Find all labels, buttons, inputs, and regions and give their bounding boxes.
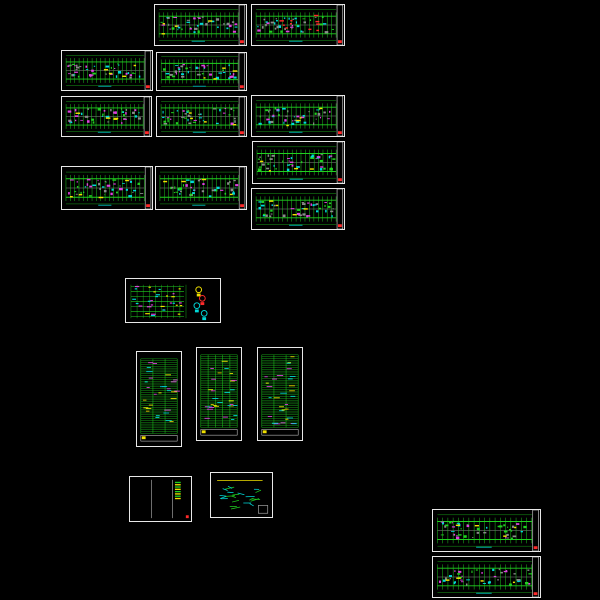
system-diagram-sheet[interactable] <box>125 278 221 323</box>
floor-plan-sheet-1[interactable] <box>154 4 247 46</box>
legend-sheet-drawing <box>151 479 189 519</box>
floor-plan-sheet-6-drawing <box>160 97 246 136</box>
riser-table-sheet-1[interactable] <box>136 351 182 447</box>
floor-plan-sheet-13[interactable] <box>432 556 541 598</box>
legend-sheet[interactable] <box>129 476 192 522</box>
floor-plan-sheet-10-drawing <box>159 167 246 209</box>
floor-plan-sheet-4-drawing <box>160 53 245 90</box>
floor-plan-sheet-4[interactable] <box>156 52 247 91</box>
floor-plan-sheet-3[interactable] <box>61 50 153 91</box>
riser-table-sheet-2-drawing <box>200 354 238 436</box>
floor-plan-sheet-9-drawing <box>65 167 152 209</box>
floor-plan-sheet-2-drawing <box>255 5 344 45</box>
riser-table-sheet-2[interactable] <box>196 347 242 441</box>
floor-plan-sheet-1-drawing <box>158 5 246 45</box>
floor-plan-sheet-13-drawing <box>437 557 539 597</box>
riser-table-sheet-3[interactable] <box>257 347 303 441</box>
detail-sheet[interactable] <box>210 472 273 518</box>
floor-plan-sheet-12-drawing <box>437 510 539 551</box>
detail-sheet-drawing <box>217 480 269 514</box>
floor-plan-sheet-5[interactable] <box>61 96 152 137</box>
floor-plan-sheet-10[interactable] <box>155 166 247 210</box>
floor-plan-sheet-6[interactable] <box>156 96 247 137</box>
system-diagram-sheet-drawing <box>130 284 208 321</box>
riser-table-sheet-1-drawing <box>140 358 180 442</box>
floor-plan-sheet-11[interactable] <box>251 188 345 230</box>
floor-plan-sheet-8[interactable] <box>252 141 345 184</box>
floor-plan-sheet-5-drawing <box>65 97 151 136</box>
floor-plan-sheet-3-drawing <box>65 51 152 90</box>
floor-plan-sheet-11-drawing <box>255 189 344 229</box>
floor-plan-sheet-12[interactable] <box>432 509 541 552</box>
floor-plan-sheet-7-drawing <box>255 96 344 136</box>
floor-plan-sheet-9[interactable] <box>61 166 153 210</box>
floor-plan-sheet-8-drawing <box>256 142 344 183</box>
floor-plan-sheet-2[interactable] <box>251 4 345 46</box>
floor-plan-sheet-7[interactable] <box>251 95 345 137</box>
riser-table-sheet-3-drawing <box>261 354 299 436</box>
